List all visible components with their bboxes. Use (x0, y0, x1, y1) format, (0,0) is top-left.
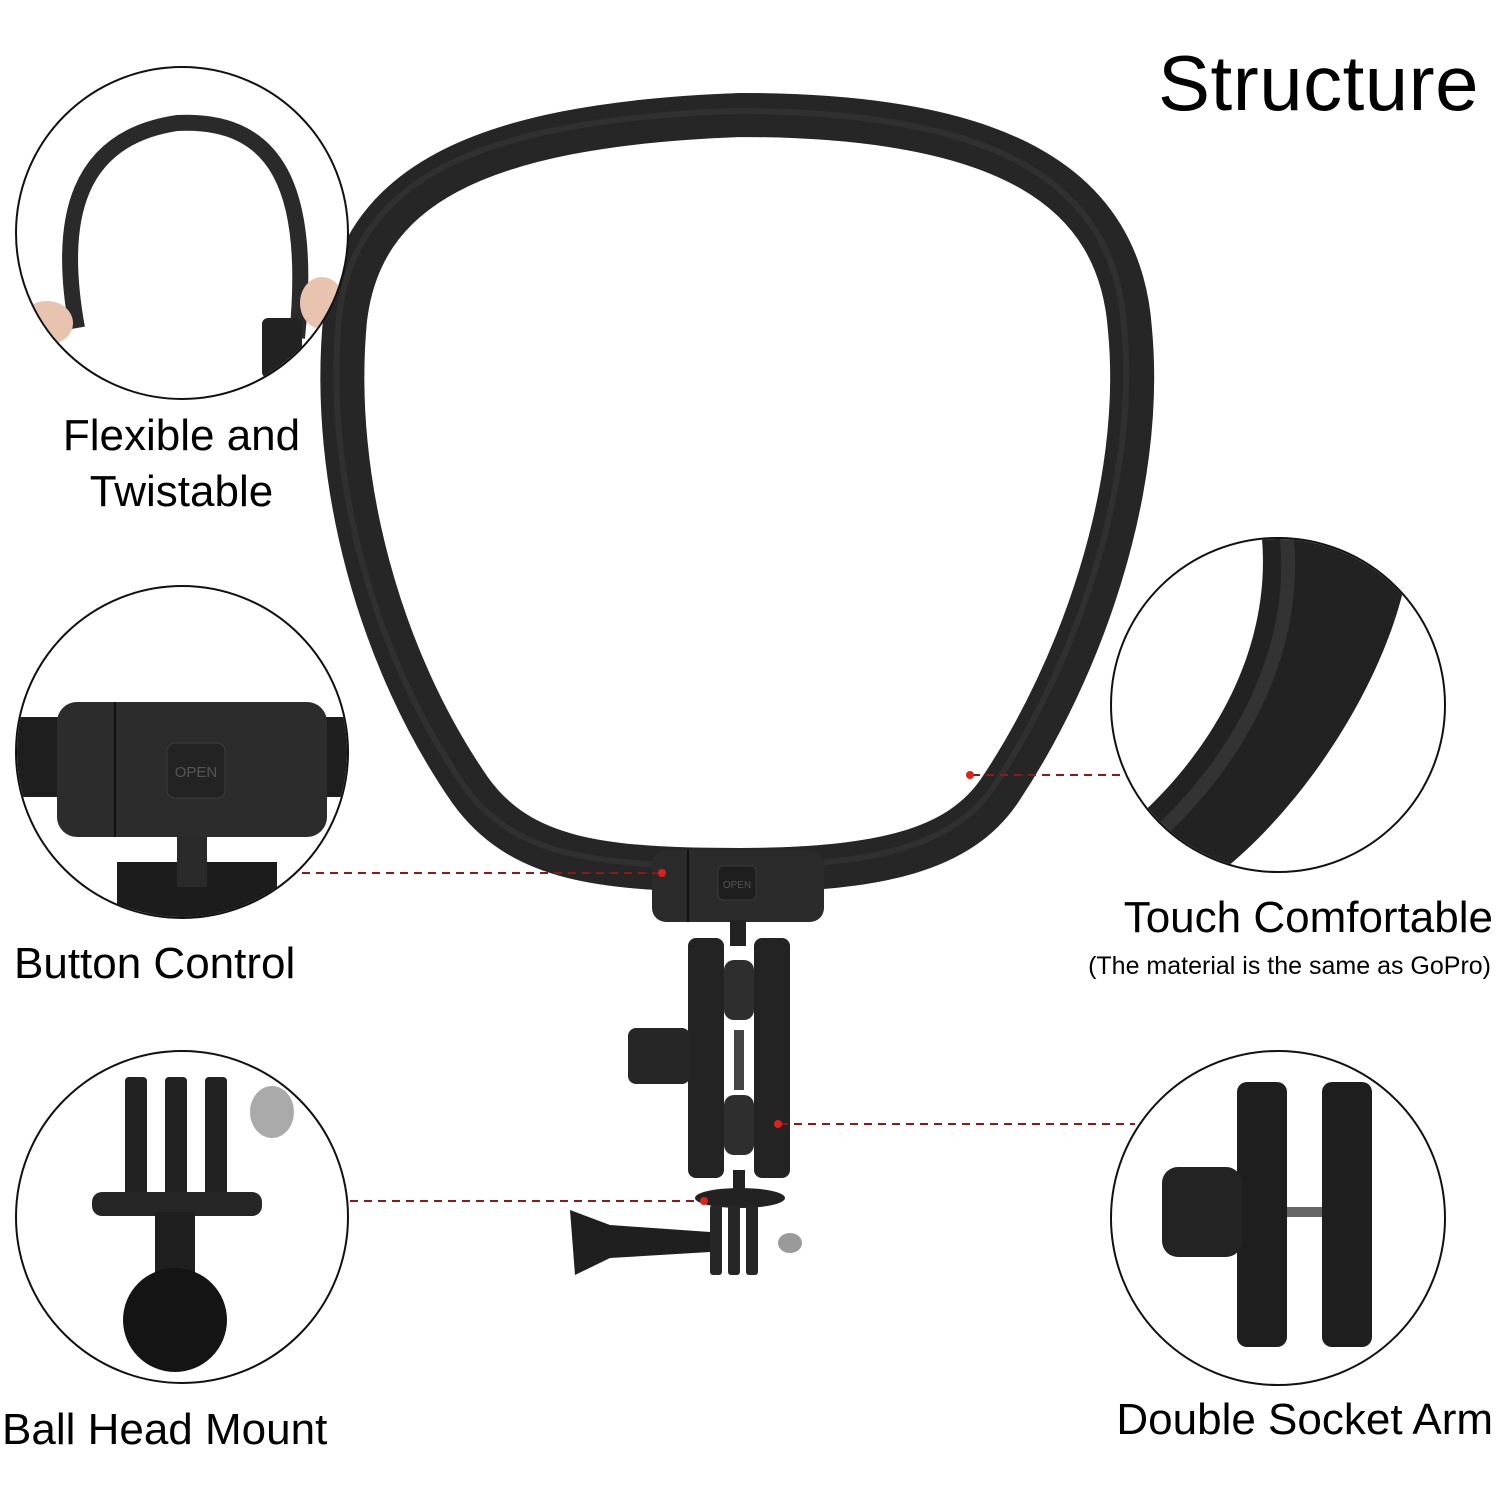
flexible-detail-circle (15, 66, 349, 400)
socket-detail-circle (1110, 1050, 1446, 1386)
ball-head-mount-label: Ball Head Mount (2, 1405, 328, 1454)
double-socket-arm-label: Double Socket Arm (1116, 1395, 1493, 1444)
touch-comfortable-label: Touch Comfortable (1123, 893, 1493, 942)
ball-head-icon (92, 1077, 294, 1372)
open-button-icon: OPEN (17, 702, 347, 917)
flexible-label: Flexible and Twistable (44, 408, 319, 520)
svg-text:OPEN: OPEN (175, 764, 218, 781)
touch-comfortable-sublabel: (The material is the same as GoPro) (1088, 952, 1491, 980)
flexible-label-line2: Twistable (89, 467, 274, 516)
flexible-label-line1: Flexible and (62, 411, 301, 460)
svg-text:OPEN: OPEN (723, 880, 751, 891)
button-control-label: Button Control (14, 939, 296, 988)
ballhead-detail-circle (15, 1050, 349, 1384)
button-detail-circle: OPEN (15, 585, 349, 919)
band-material-icon (1112, 539, 1412, 871)
page-title: Structure (1158, 39, 1479, 127)
touch-detail-circle (1110, 537, 1446, 873)
callout-lines (288, 774, 1135, 1202)
flexible-band-icon (21, 114, 344, 378)
double-socket-arm-icon (1162, 1082, 1372, 1347)
